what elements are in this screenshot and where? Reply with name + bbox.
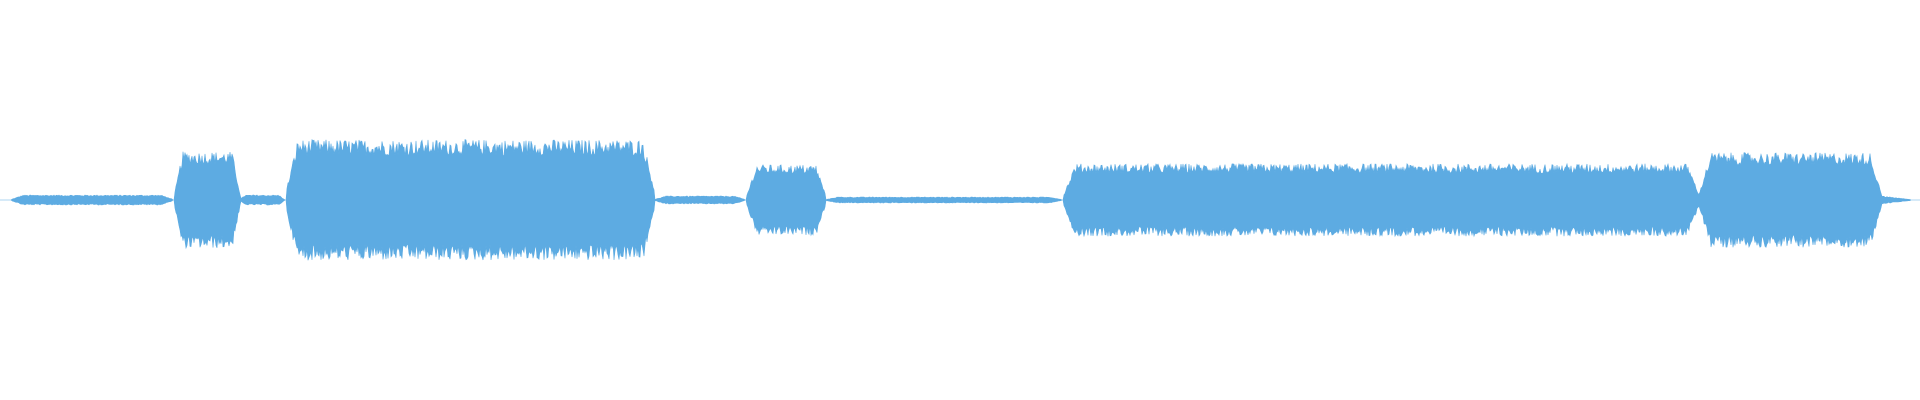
waveform-envelope: [0, 139, 1920, 261]
